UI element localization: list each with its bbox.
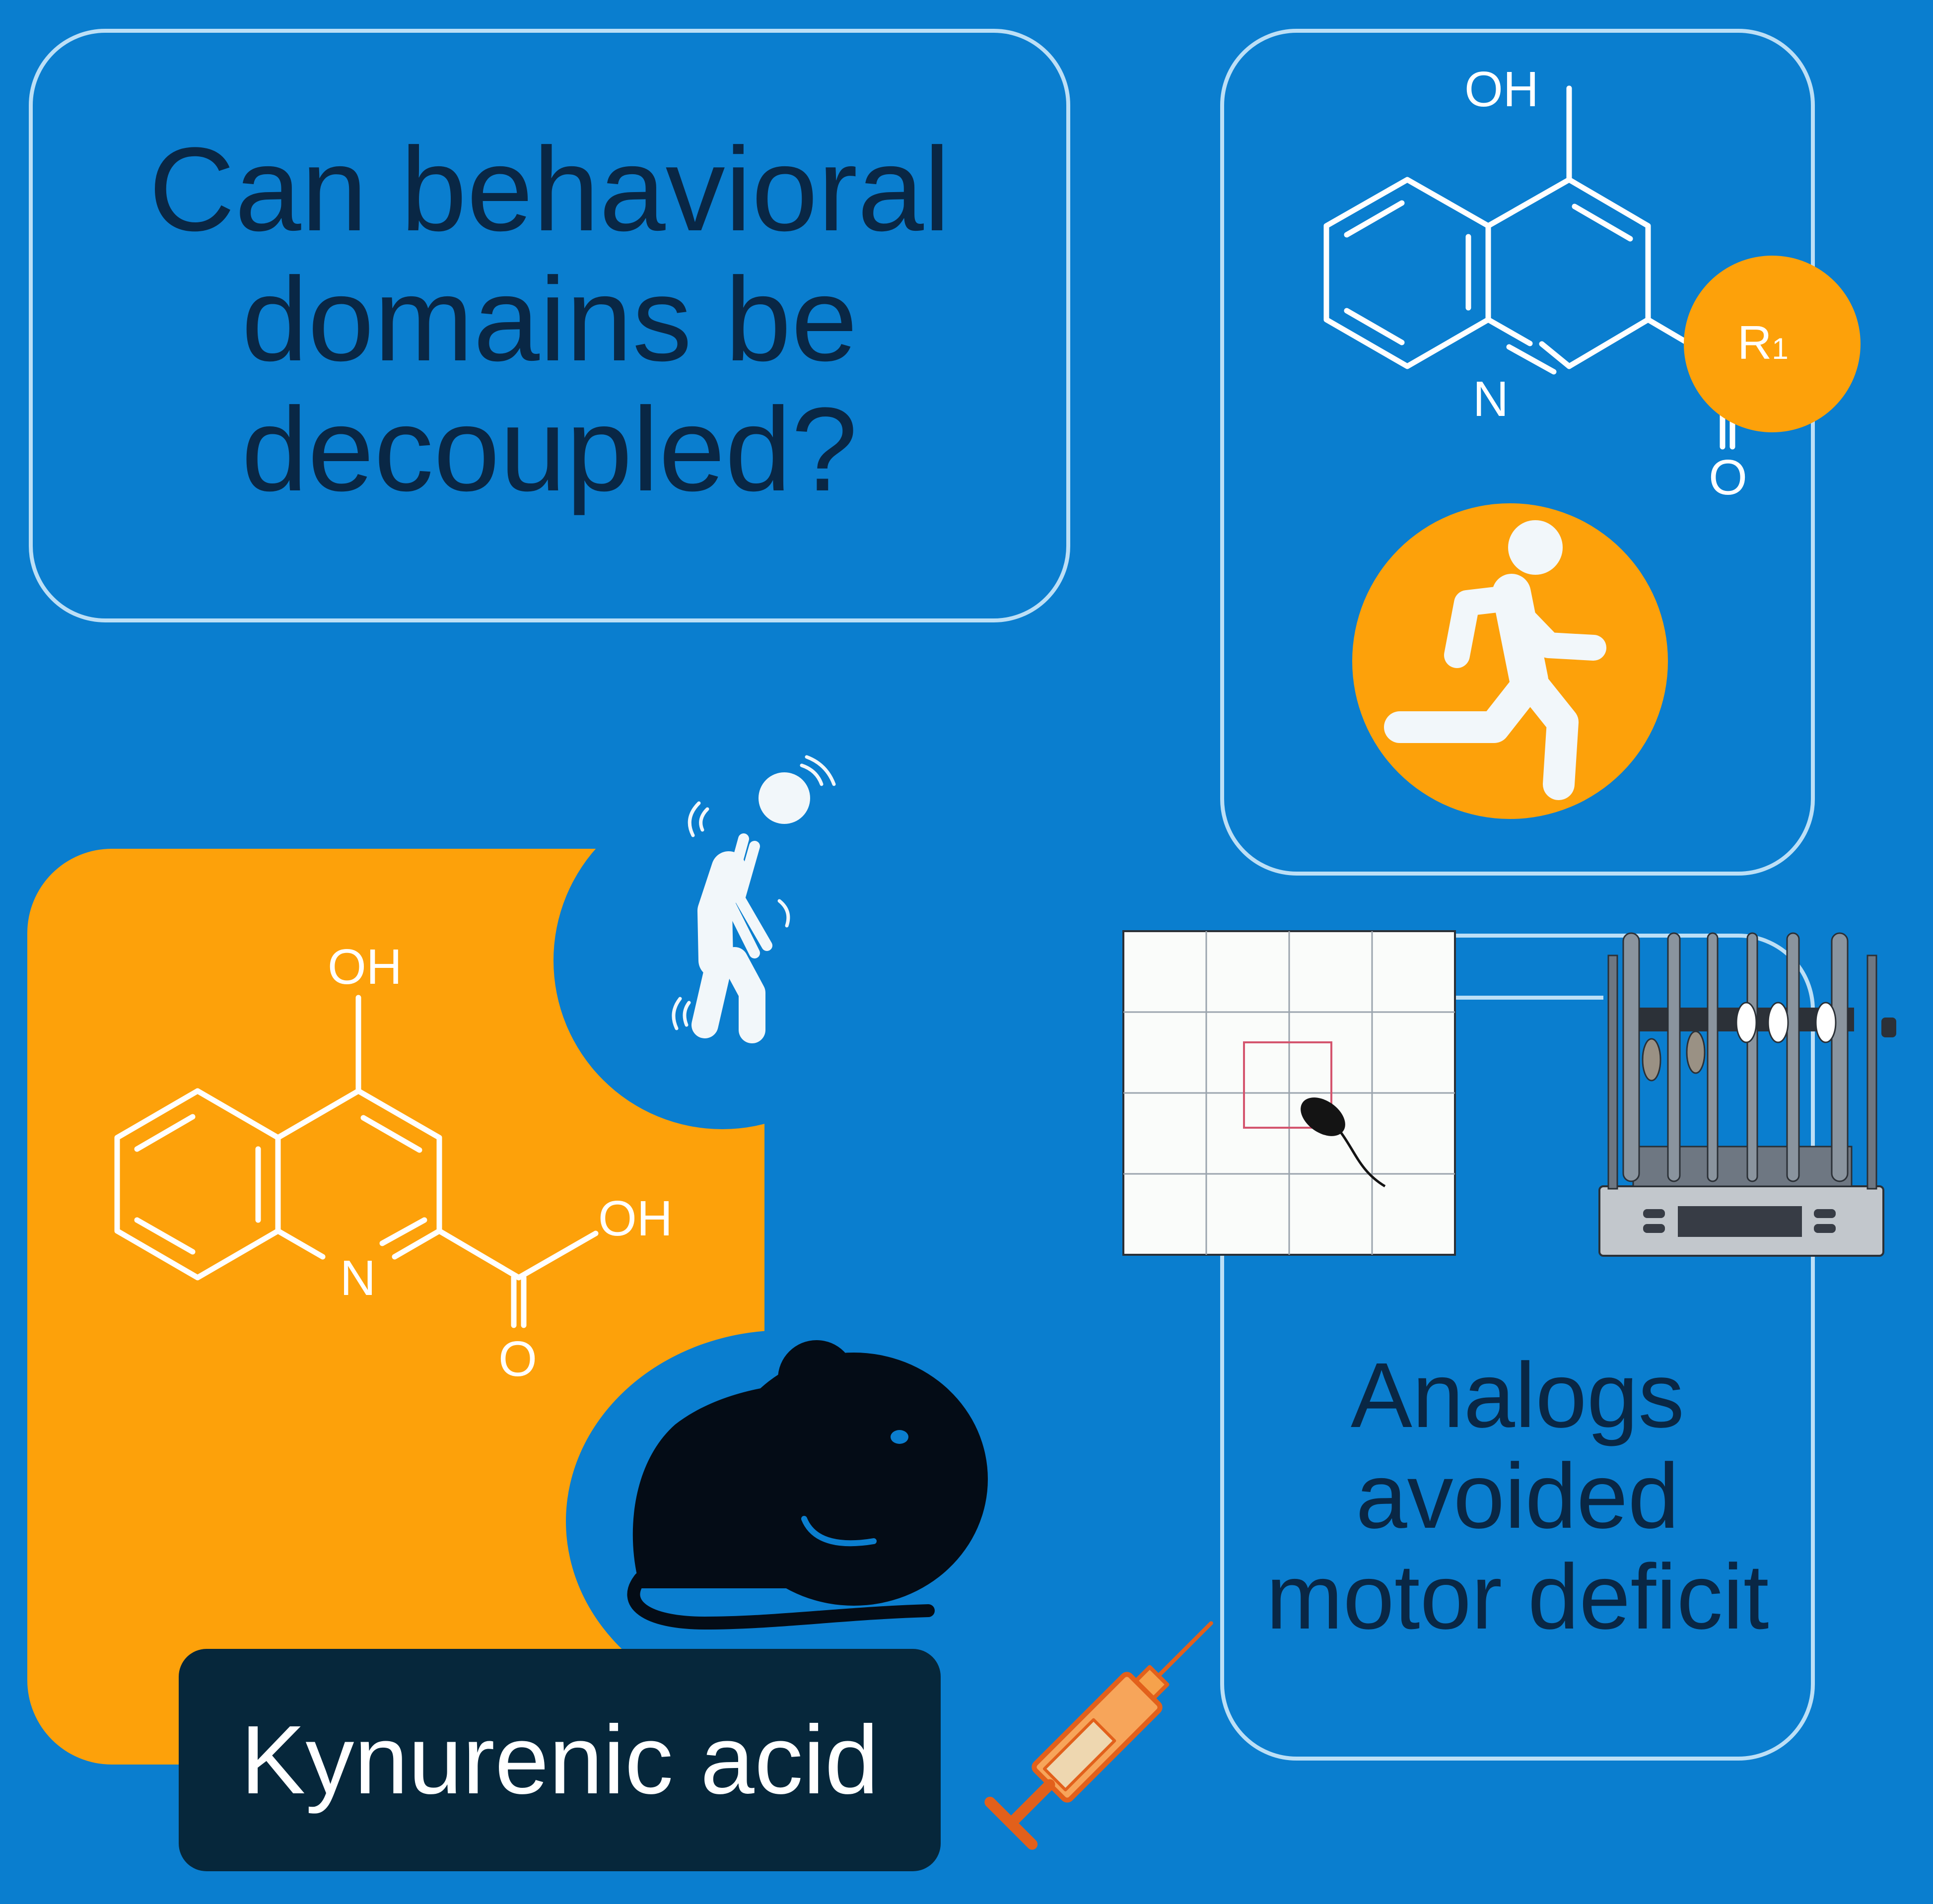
r1-circle <box>1684 256 1861 432</box>
open-field-grid-icon <box>1122 930 1456 1256</box>
conclusion-line-3: motor deficit <box>1266 1546 1769 1648</box>
conclusion-text: Analogs avoided motor deficit <box>1222 1345 1813 1647</box>
mouse-icon <box>627 1340 988 1630</box>
kyna-hydroxyl-label: OH <box>328 939 402 995</box>
conclusion-line-2: avoided <box>1356 1445 1679 1548</box>
analog-nitrogen-label: N <box>1472 371 1509 427</box>
question-panel <box>29 29 1070 622</box>
analog-hydroxyl-label: OH <box>1464 62 1539 117</box>
running-person-icon <box>1384 520 1606 800</box>
question-line-1: Can behavioral <box>148 123 951 256</box>
kyna-carbonyl-oxygen-label: O <box>498 1331 537 1387</box>
unsteady-person-icon <box>672 755 836 1043</box>
kyna-label-box: Kynurenic acid <box>179 1649 941 1871</box>
analog-panel <box>1220 29 1815 876</box>
r1-label: R1 <box>1737 319 1807 367</box>
question-title: Can behavioral domains be decoupled? <box>31 124 1068 514</box>
r1-subscript: 1 <box>1772 332 1789 365</box>
r1-letter: R <box>1737 316 1772 369</box>
conclusion-line-1: Analogs <box>1350 1344 1685 1447</box>
kyna-acid-hydroxyl-label: OH <box>598 1191 673 1246</box>
question-line-3: decoupled? <box>241 383 858 516</box>
question-line-2: domains be <box>241 253 858 386</box>
rotarod-apparatus-icon <box>1598 932 1896 1257</box>
kyna-nitrogen-label: N <box>340 1250 376 1306</box>
kyna-molecule <box>114 995 599 1328</box>
syringe-icon <box>984 1621 1213 1850</box>
analog-carbonyl-oxygen-label: O <box>1709 450 1747 505</box>
conclusion-panel <box>1220 934 1815 1761</box>
kyna-label: Kynurenic acid <box>240 1705 879 1814</box>
